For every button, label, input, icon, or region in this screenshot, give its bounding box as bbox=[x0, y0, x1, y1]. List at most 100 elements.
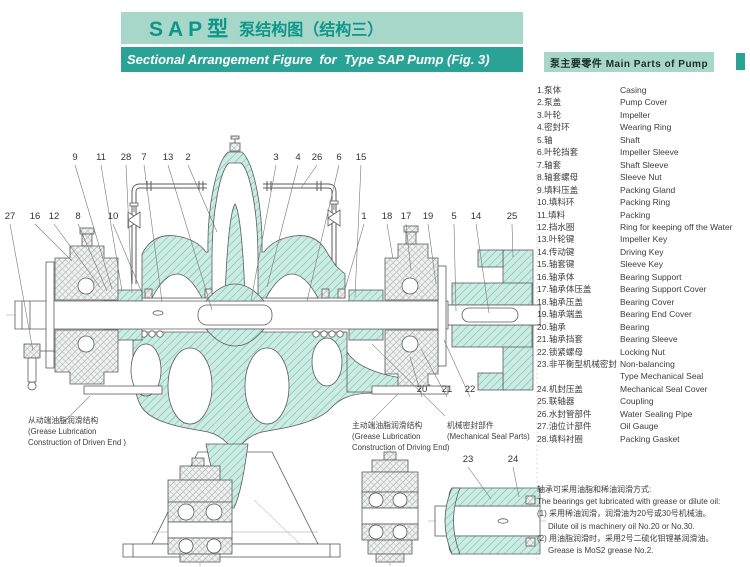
part-name-zh: 1.泵体 bbox=[537, 85, 562, 95]
part-name-en: Bearing End Cover bbox=[620, 309, 692, 320]
part-name-en: Coupling bbox=[620, 396, 654, 407]
note-line: (1) 采用稀油润滑，润滑油为20号或30号机械油。 bbox=[537, 509, 711, 519]
callout-leader-2 bbox=[187, 164, 218, 233]
callout-leader-5 bbox=[453, 223, 457, 312]
subtitle-text: Sectional Arrangement Figure for Type SA… bbox=[127, 52, 490, 67]
part-name-en: Non-balancing bbox=[620, 358, 675, 369]
callout-number-7: 7 bbox=[141, 152, 146, 163]
part-name-zh: 27.油位计部件 bbox=[537, 421, 592, 432]
callout-number-22: 22 bbox=[465, 384, 476, 395]
callout-leader-17 bbox=[405, 223, 412, 272]
part-name-zh: 16.轴承体 bbox=[537, 271, 575, 282]
part-name-zh: 24.机封压盖 bbox=[537, 383, 583, 394]
part-name-zh: 20.轴承 bbox=[537, 321, 566, 332]
part-name-zh: 11.填料 bbox=[537, 209, 566, 220]
part-name-zh: 5.轴 bbox=[537, 134, 553, 145]
callout-leader-9 bbox=[74, 164, 113, 290]
label-mechanical-seal: 机械密封部件(Mechanical Seal Parts) bbox=[447, 420, 557, 442]
part-name-zh: 10.填料环 bbox=[537, 197, 575, 208]
callout-leader-13 bbox=[167, 164, 213, 311]
title-rest: 泵结构图（结构三） bbox=[239, 22, 384, 39]
label-line: 从动端油脂润滑结构 bbox=[28, 416, 99, 425]
callout-leader-3 bbox=[250, 164, 277, 302]
callout-number-4: 4 bbox=[295, 152, 300, 163]
note-line: (2) 用油脂润滑时，采用2号二硫化钼锂基润滑油。 bbox=[537, 533, 714, 543]
callout-number-3: 3 bbox=[273, 152, 278, 163]
bearing-foot bbox=[371, 385, 449, 395]
callout-leader-25 bbox=[511, 223, 514, 258]
part-name-en: Driving Key bbox=[620, 246, 664, 257]
callout-number-8: 8 bbox=[75, 211, 80, 222]
part-name-zh: 15.轴套键 bbox=[537, 259, 575, 270]
parts-list-item: 5.轴 Shaft bbox=[537, 134, 747, 146]
part-name-en: Wearing Ring bbox=[620, 122, 672, 133]
impeller-key-seat bbox=[197, 304, 273, 326]
callout-number-10: 10 bbox=[108, 211, 119, 222]
callout-leader-8 bbox=[77, 223, 108, 292]
detail-driven-end bbox=[167, 457, 233, 563]
note-line: Grease is MoS2 grease No.2. bbox=[548, 546, 654, 556]
callout-leader-16 bbox=[34, 223, 73, 262]
part-name-zh: 13.叶轮键 bbox=[537, 234, 575, 245]
part-name-en: Bearing Sleeve bbox=[620, 334, 678, 345]
part-name-en: Locking Nut bbox=[620, 346, 665, 357]
part-name-en: Sleeve Key bbox=[620, 259, 663, 270]
label-line: 主动端油脂润滑结构 bbox=[352, 421, 423, 430]
title-model: SAP型 bbox=[149, 18, 234, 41]
callout-leader-1 bbox=[344, 223, 365, 290]
part-name-zh: 7.轴套 bbox=[537, 159, 562, 170]
note-line: Dilute oil is machinery oil No.20 or No.… bbox=[548, 521, 695, 531]
part-name-en: Bearing Support bbox=[620, 271, 682, 282]
part-name-zh: 18.轴承压盖 bbox=[537, 296, 583, 307]
callout-number-12: 12 bbox=[49, 211, 60, 222]
parts-panel-title: 泵主要零件 Main Parts of Pump bbox=[544, 52, 714, 72]
parts-list-item: 20.轴承 Bearing bbox=[537, 321, 747, 333]
note-line: 轴承可采用油脂和稀油润滑方式: bbox=[537, 485, 652, 494]
bearing-assembly-driven bbox=[23, 227, 163, 395]
callout-number-24: 24 bbox=[508, 454, 519, 465]
callout-number-23: 23 bbox=[463, 454, 474, 465]
part-name-en: Sleeve Nut bbox=[620, 172, 662, 183]
lubrication-notes: 轴承可采用油脂和稀油润滑方式:The bearings get lubricat… bbox=[537, 484, 749, 557]
part-name-en: Casing bbox=[620, 85, 647, 95]
part-name-zh: 8.轴套螺母 bbox=[537, 172, 579, 183]
callout-number-28: 28 bbox=[121, 152, 132, 163]
callout-number-2: 2 bbox=[185, 152, 190, 163]
title-banner: SAP型 泵结构图（结构三） bbox=[121, 12, 523, 44]
water-sealing-pipes bbox=[127, 181, 341, 289]
part-name-zh: 17.轴承体压盖 bbox=[537, 284, 592, 295]
right-edge-mark bbox=[736, 53, 745, 70]
callout-number-13: 13 bbox=[163, 152, 174, 163]
part-name-en: Type Mechanical Seal bbox=[620, 371, 704, 382]
lower-casing bbox=[130, 330, 431, 509]
part-name-en: Water Sealing Pipe bbox=[620, 408, 693, 419]
part-name-en: Bearing bbox=[620, 321, 650, 332]
part-name-en: Packing Gland bbox=[620, 184, 676, 195]
callout-number-1: 1 bbox=[361, 211, 366, 222]
detail-driving-end bbox=[361, 451, 419, 563]
parts-list-item: 15.轴套键 Sleeve Key bbox=[537, 258, 747, 270]
part-name-zh: 3.叶轮 bbox=[537, 109, 562, 120]
part-name-en: Shaft bbox=[620, 134, 640, 145]
driving-key-seat bbox=[461, 307, 519, 323]
callout-leader-11 bbox=[100, 164, 123, 292]
part-name-en: Bearing Support Cover bbox=[620, 284, 707, 295]
callout-leader-6 bbox=[306, 164, 340, 302]
label-line: Construction of Driving End) bbox=[352, 443, 450, 452]
parts-list-item: 1.泵体 Casing bbox=[537, 84, 747, 96]
callout-number-11: 11 bbox=[96, 152, 106, 163]
callout-leader-23 bbox=[467, 466, 492, 500]
callout-number-21: 21 bbox=[442, 384, 453, 395]
